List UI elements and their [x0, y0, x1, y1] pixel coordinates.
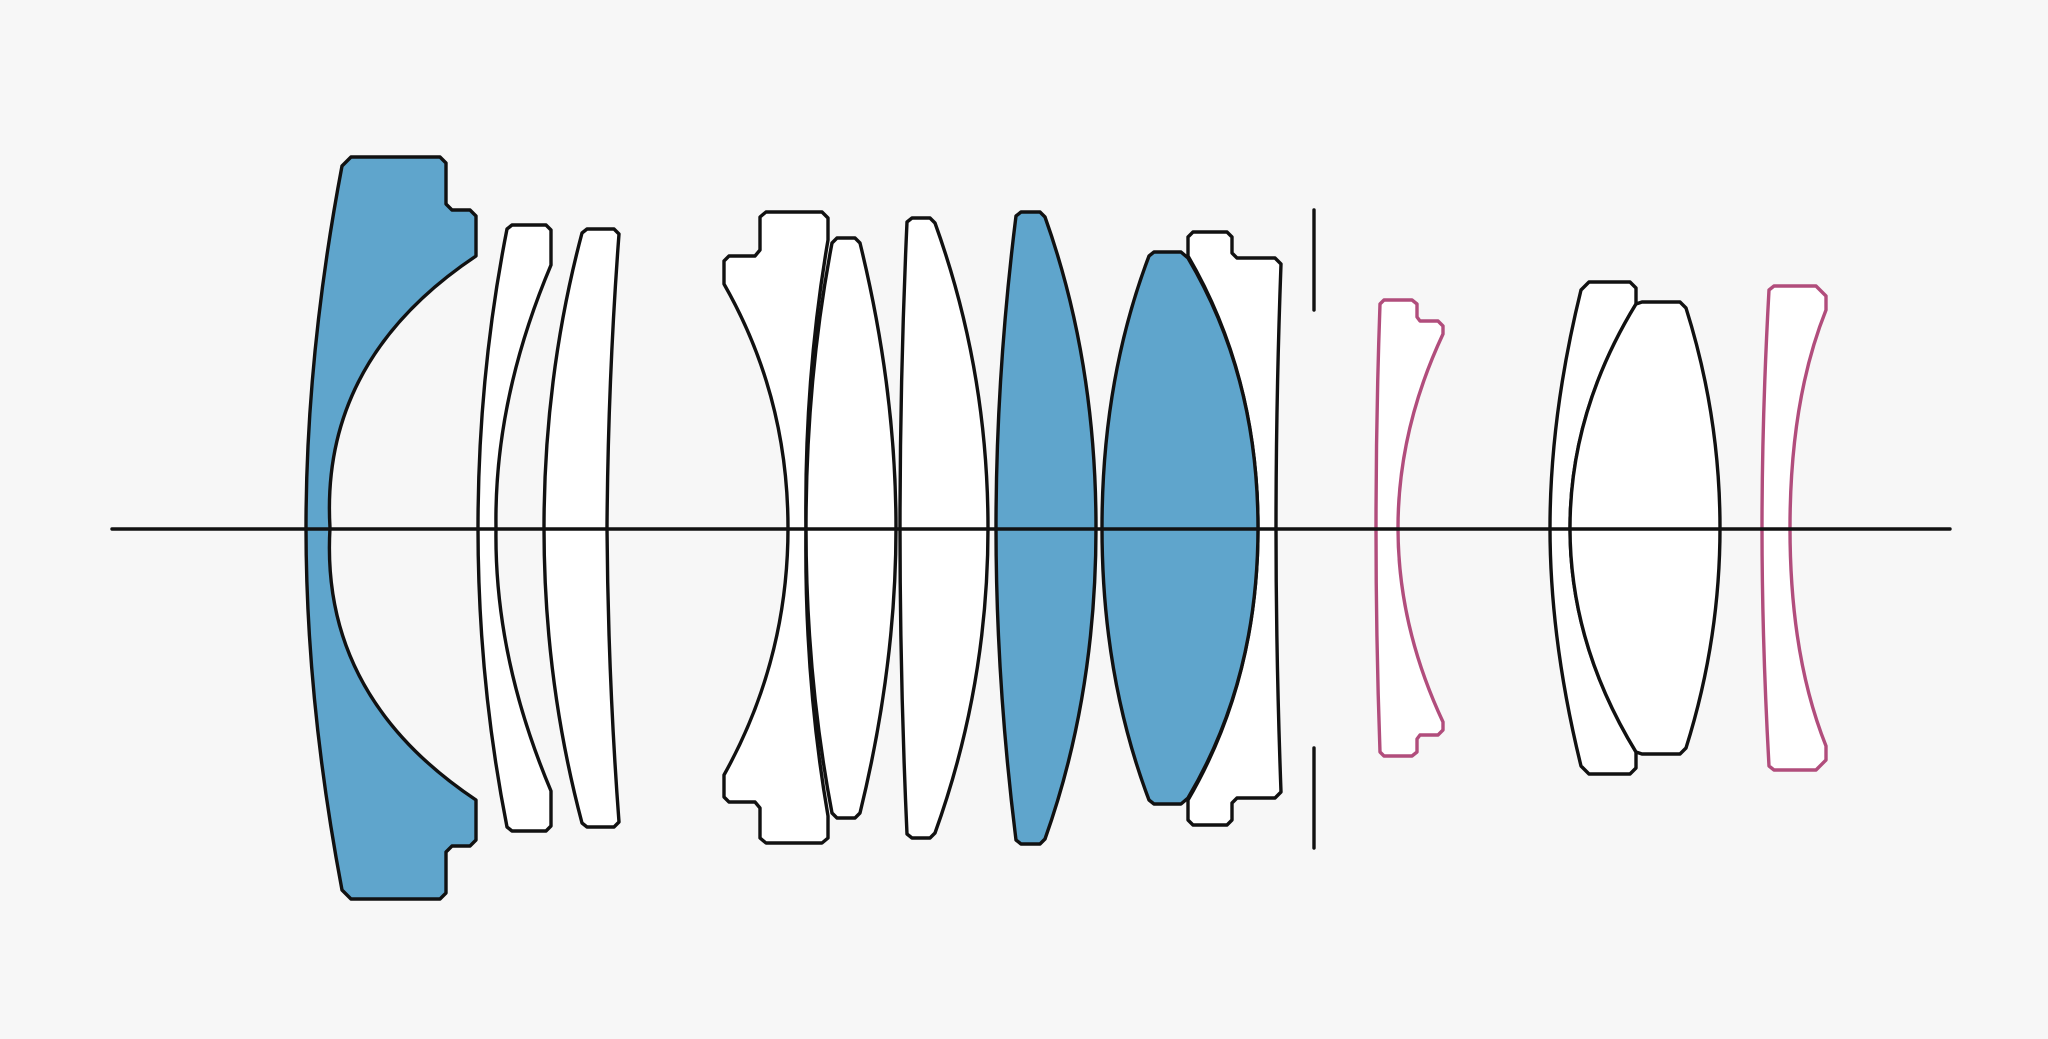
lens-element-13: [1760, 284, 1828, 772]
lens-element-1: [304, 155, 478, 901]
lens-element-10: [1374, 298, 1445, 758]
lens-element-2: [476, 223, 553, 833]
